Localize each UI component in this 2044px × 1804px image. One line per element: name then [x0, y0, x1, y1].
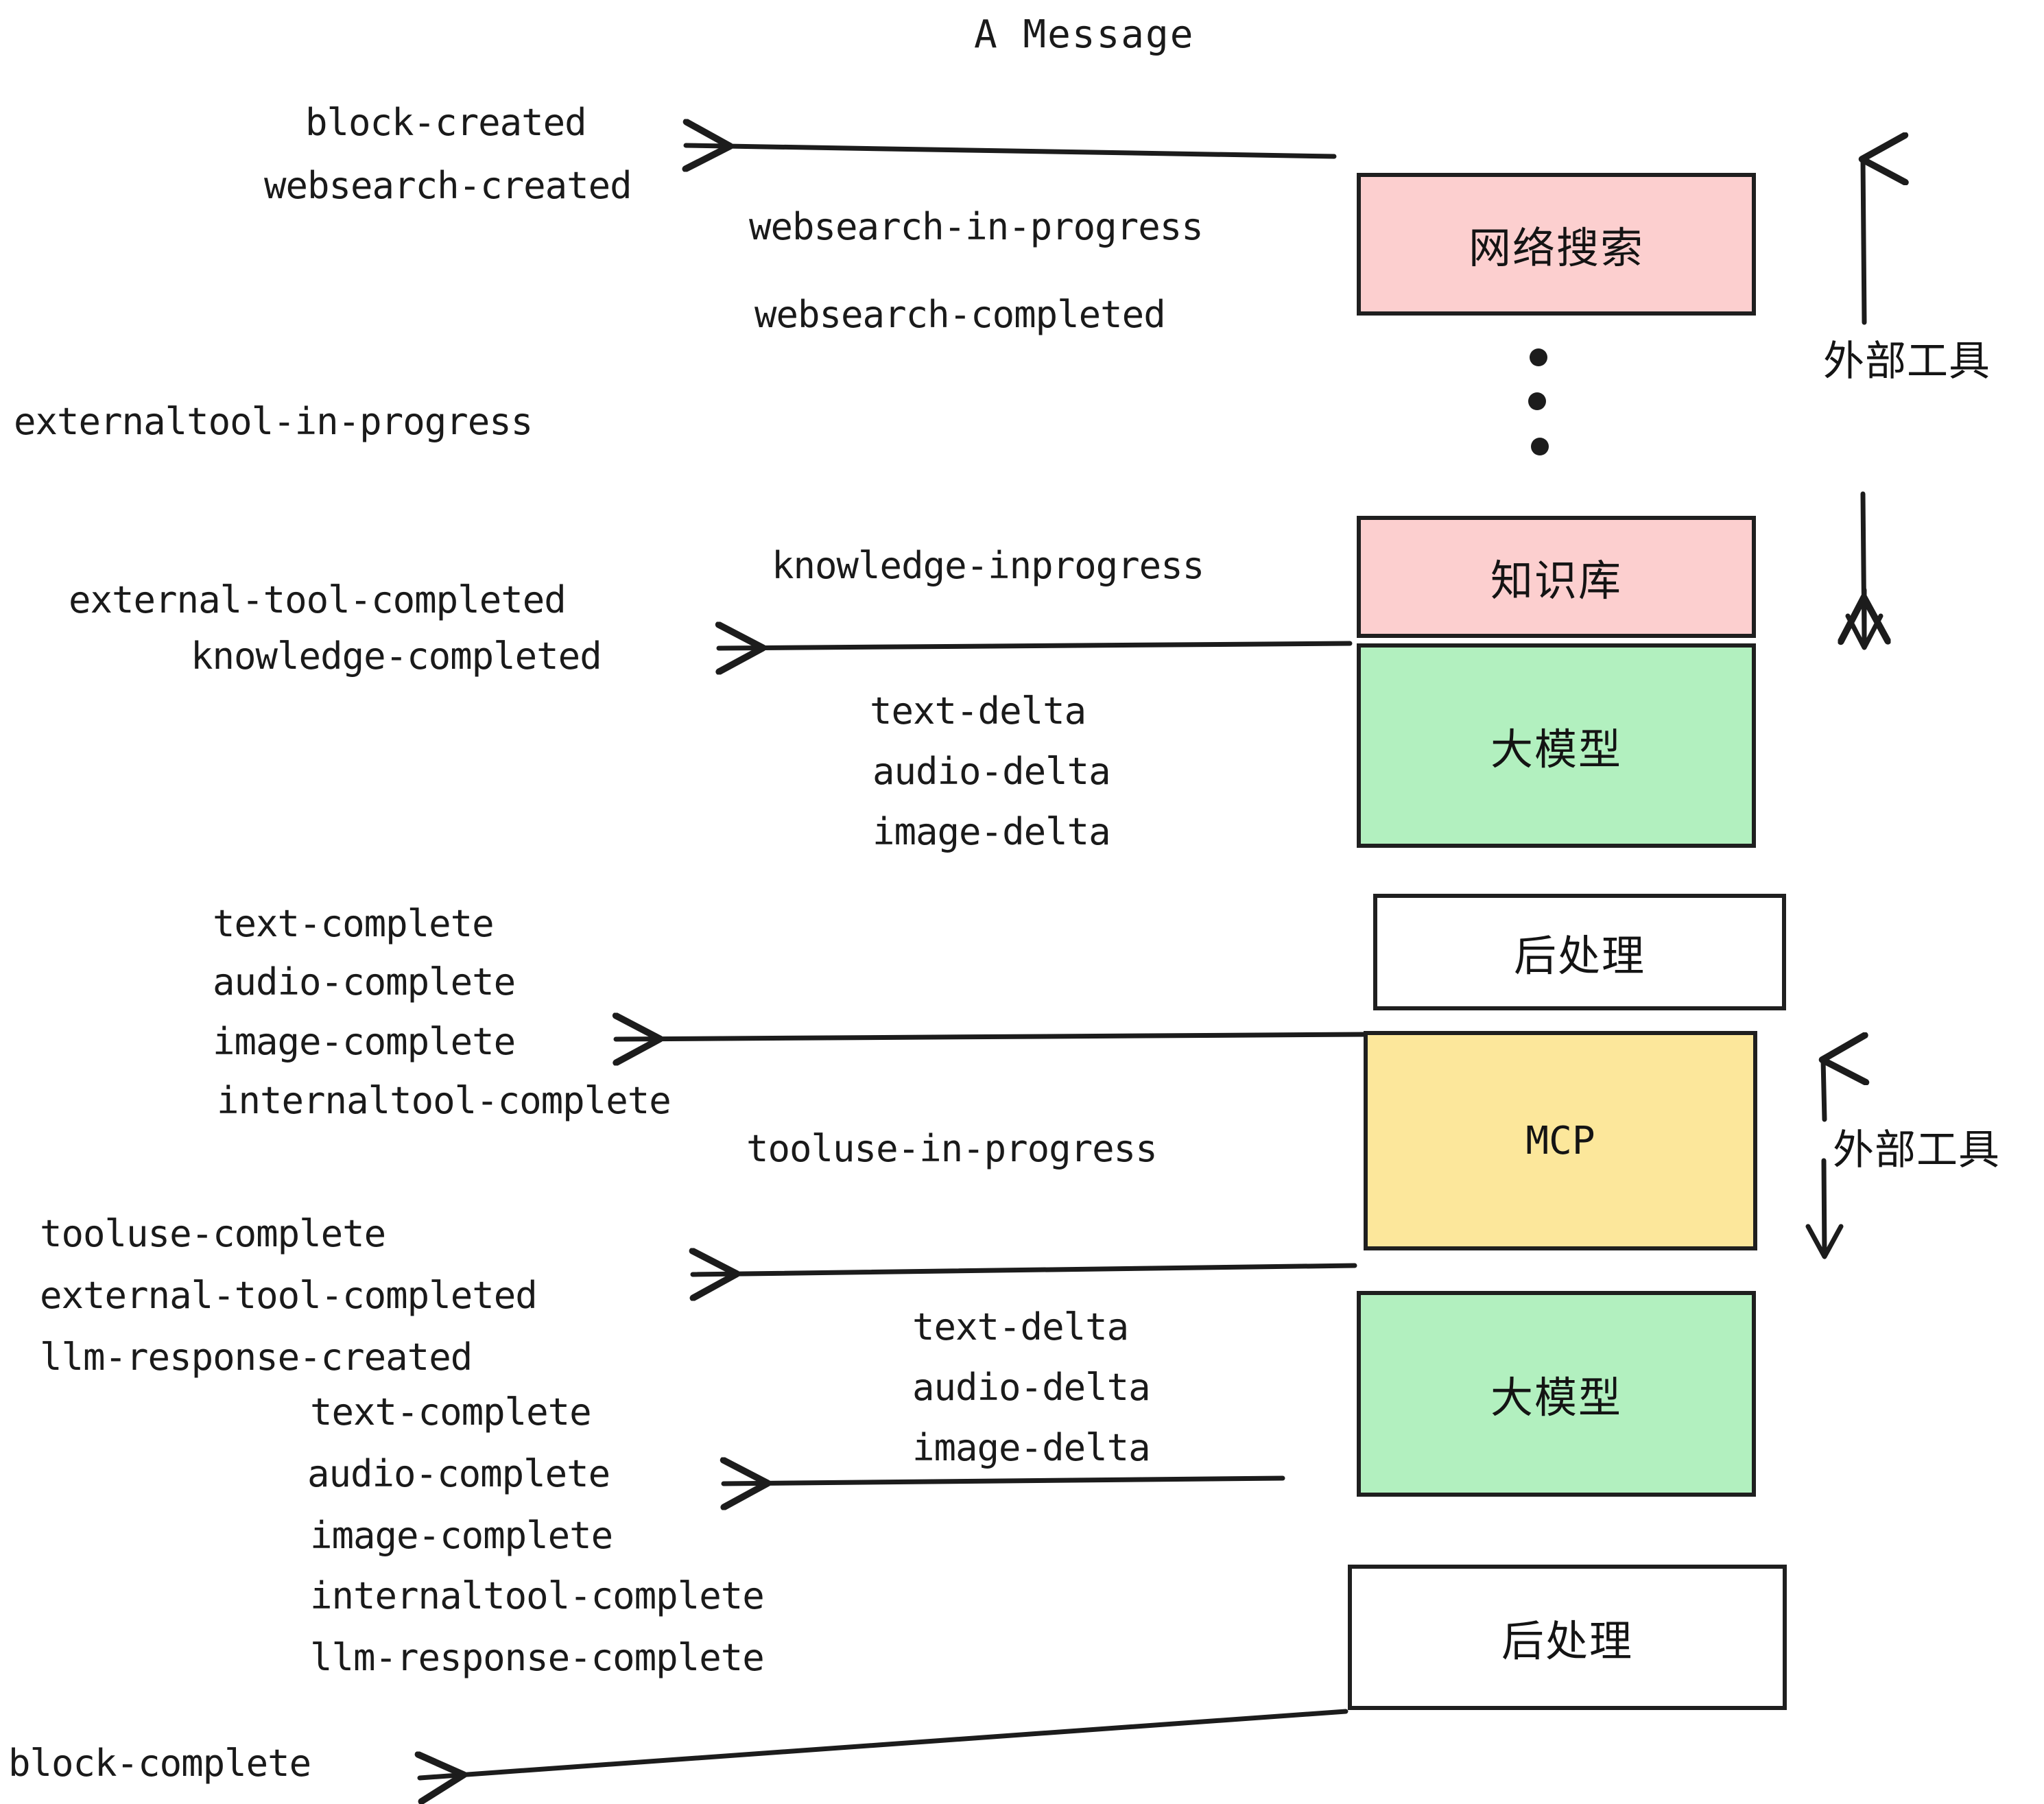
node-websearch[interactable]: 网络搜索 — [1357, 173, 1756, 316]
arrow-websearch-to-left — [686, 145, 1337, 156]
node-label-llm-2: 大模型 — [1490, 1373, 1622, 1423]
event-label-tooluse-complete: tooluse-complete — [40, 1212, 386, 1255]
node-mcp[interactable]: MCP — [1364, 1031, 1757, 1250]
external-tools-range-bottom-up — [1823, 1060, 1825, 1122]
event-label-audio-delta-1: audio-delta — [872, 750, 1111, 793]
node-label-postprocess-1: 后处理 — [1513, 931, 1645, 981]
arrowhead-top-down — [1845, 613, 1883, 650]
node-label-websearch: 网络搜索 — [1468, 223, 1644, 273]
event-label-block-created: block-created — [305, 101, 587, 144]
group-label-external-tools-bottom: 外部工具 — [1833, 1126, 2000, 1174]
event-label-websearch-created: websearch-created — [264, 164, 632, 207]
ellipsis-dot-2 — [1528, 392, 1546, 410]
node-postprocess-1[interactable]: 后处理 — [1373, 894, 1786, 1010]
node-knowledge[interactable]: 知识库 — [1357, 516, 1756, 638]
node-llm-2[interactable]: 大模型 — [1357, 1291, 1756, 1497]
event-label-block-complete: block-complete — [8, 1742, 311, 1785]
event-label-audio-delta-2: audio-delta — [912, 1366, 1151, 1409]
arrowhead-bottom-down — [1805, 1224, 1844, 1259]
event-label-audio-complete-1: audio-complete — [213, 960, 516, 1004]
event-label-text-delta-2: text-delta — [912, 1305, 1129, 1349]
event-label-text-delta-1: text-delta — [870, 689, 1086, 733]
arrow-knowledge-to-left — [719, 643, 1353, 648]
external-tools-range-top-up — [1863, 159, 1864, 325]
event-label-image-complete-1: image-complete — [213, 1020, 516, 1063]
arrow-llm2-to-left — [724, 1478, 1285, 1484]
event-label-websearch-completed: websearch-completed — [754, 293, 1166, 336]
external-tools-range-bottom-down — [1821, 1158, 1827, 1258]
node-postprocess-2[interactable]: 后处理 — [1348, 1565, 1787, 1710]
node-llm-1[interactable]: 大模型 — [1357, 643, 1756, 848]
event-label-text-complete-1: text-complete — [213, 902, 495, 945]
node-label-postprocess-2: 后处理 — [1501, 1616, 1633, 1666]
event-label-websearch-in-progress: websearch-in-progress — [749, 205, 1204, 248]
ellipsis-dot-3 — [1531, 438, 1549, 455]
event-label-text-complete-2: text-complete — [310, 1390, 592, 1434]
event-label-llm-response-complete: llm-response-complete — [310, 1636, 765, 1679]
event-label-internaltool-complete-1: internaltool-complete — [217, 1079, 672, 1122]
event-label-image-delta-2: image-delta — [912, 1426, 1151, 1469]
arrow-postprocess2-to-left — [420, 1709, 1348, 1778]
event-label-knowledge-inprogress: knowledge-inprogress — [772, 544, 1204, 587]
diagram-title: A Message — [974, 12, 1195, 57]
event-label-knowledge-completed: knowledge-completed — [191, 634, 602, 678]
event-label-llm-response-created: llm-response-created — [40, 1336, 473, 1379]
event-label-internaltool-complete-2: internaltool-complete — [310, 1574, 765, 1617]
event-label-image-complete-2: image-complete — [310, 1514, 613, 1557]
arrow-postprocess1-to-left — [616, 1034, 1368, 1039]
node-label-knowledge: 知识库 — [1490, 556, 1622, 606]
node-label-llm-1: 大模型 — [1490, 724, 1622, 774]
event-label-audio-complete-2: audio-complete — [307, 1452, 610, 1495]
group-label-external-tools-top: 外部工具 — [1823, 337, 1990, 385]
node-label-mcp: MCP — [1525, 1118, 1595, 1163]
arrow-mcp-to-left — [693, 1266, 1357, 1274]
event-label-external-tool-completed-1: external-tool-completed — [69, 578, 567, 621]
event-label-tooluse-in-progress: tooluse-in-progress — [746, 1127, 1158, 1170]
event-label-external-tool-completed-2: external-tool-completed — [40, 1274, 538, 1317]
event-label-externaltool-in-progress: externaltool-in-progress — [14, 400, 533, 443]
external-tools-range-top-down — [1863, 491, 1864, 641]
ellipsis-dot-1 — [1530, 348, 1547, 366]
event-label-image-delta-1: image-delta — [872, 810, 1111, 853]
